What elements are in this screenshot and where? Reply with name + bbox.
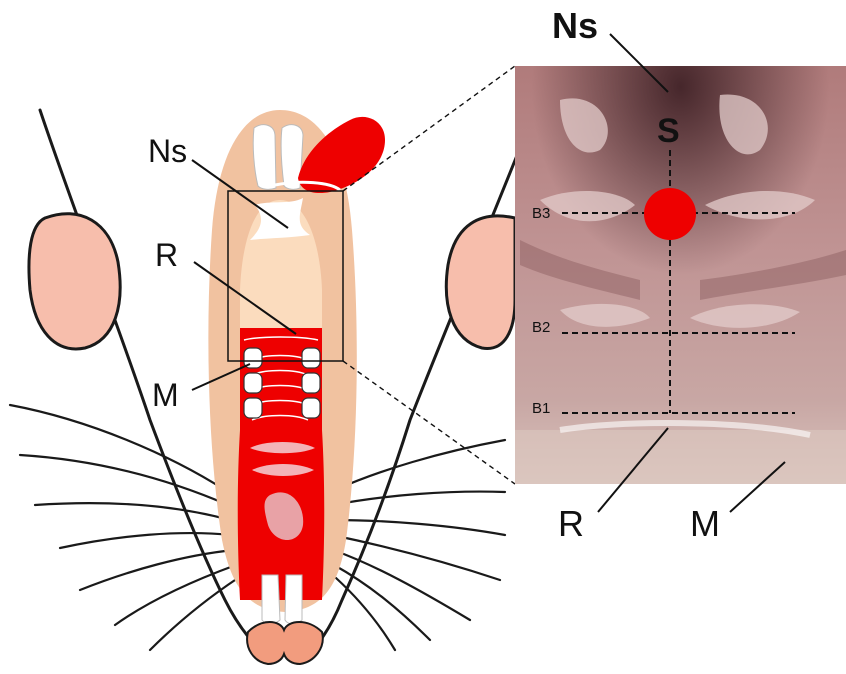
left-ear	[29, 214, 120, 349]
label-ns-right: Ns	[552, 5, 598, 46]
soft-palate-red-region	[238, 328, 325, 600]
right-whiskers	[332, 440, 505, 650]
palate-photo	[515, 66, 846, 484]
label-b3: B3	[532, 205, 550, 222]
left-whiskers	[10, 405, 238, 650]
zoom-connector-bottom	[343, 361, 515, 484]
label-m-left: M	[152, 377, 179, 413]
label-s: S	[657, 112, 680, 150]
label-r-right: R	[558, 503, 584, 544]
nose	[247, 622, 323, 664]
label-b1: B1	[532, 400, 550, 417]
label-r-left: R	[155, 237, 178, 273]
label-b2: B2	[532, 319, 550, 336]
label-m-right: M	[690, 503, 720, 544]
injection-point-dot	[644, 188, 696, 240]
label-ns-left: Ns	[148, 133, 187, 169]
right-ear	[446, 216, 515, 349]
